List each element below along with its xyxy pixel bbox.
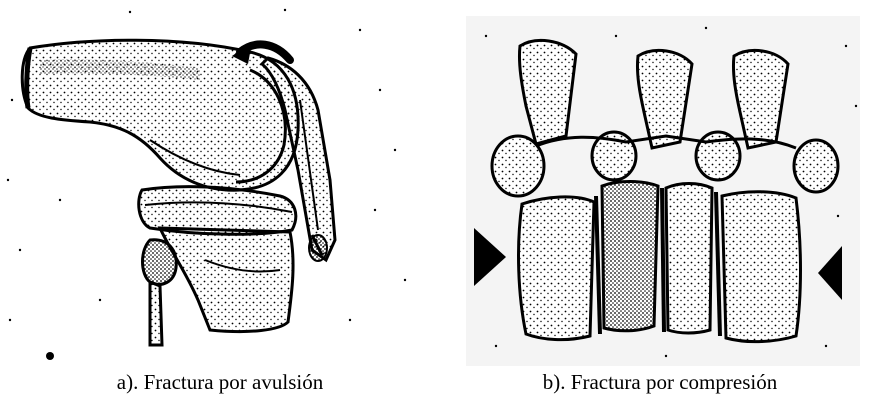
panel-a-illustration bbox=[0, 0, 420, 362]
corner-mark bbox=[46, 352, 54, 360]
vertebrae-drawing bbox=[466, 16, 860, 366]
spinous-process-2 bbox=[637, 50, 692, 148]
vertebral-body-left bbox=[519, 197, 594, 340]
compression-arrow-right bbox=[818, 246, 842, 300]
spinous-process-1 bbox=[519, 40, 576, 144]
fibula bbox=[143, 240, 177, 285]
vertebral-body-middle-2 bbox=[666, 184, 712, 334]
vertebral-body-right bbox=[722, 192, 801, 342]
panel-b-illustration bbox=[466, 16, 860, 366]
fibula-shaft bbox=[150, 282, 162, 345]
caption-avulsion: a). Fractura por avulsión bbox=[0, 370, 440, 395]
spinous-process-3 bbox=[733, 50, 788, 148]
vertebral-body-middle-1 bbox=[602, 182, 658, 331]
compression-arrow-left bbox=[474, 228, 506, 286]
knee-joint-drawing bbox=[0, 0, 420, 362]
caption-compression: b). Fractura por compresión bbox=[460, 370, 860, 395]
tibia bbox=[160, 228, 293, 332]
